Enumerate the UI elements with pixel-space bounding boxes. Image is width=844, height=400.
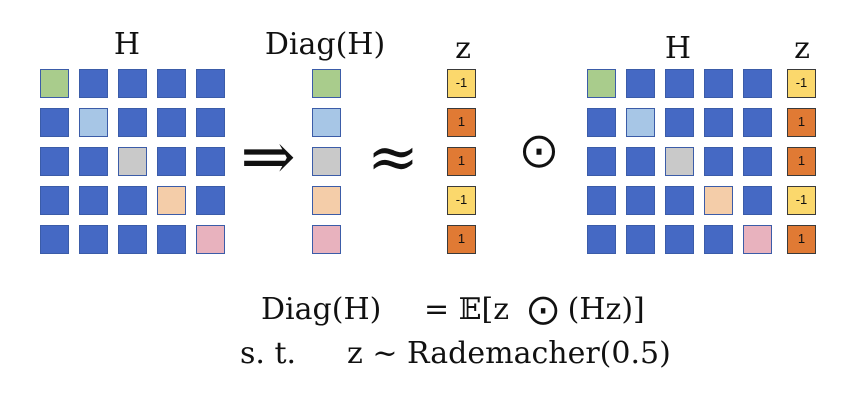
diag-vector-cell [312, 69, 341, 98]
matrix-cell [157, 225, 186, 254]
formula-line1-rhs: = 𝔼[z ⨀ (Hz)] [424, 292, 645, 327]
matrix-cell [118, 69, 147, 98]
matrix-cell [587, 225, 616, 254]
z-vector-cell: -1 [447, 186, 476, 215]
matrix-cell [626, 147, 655, 176]
z-vector-cell: 1 [447, 225, 476, 254]
matrix-cell [79, 225, 108, 254]
diag-vector-cell [312, 147, 341, 176]
matrix-cell [196, 186, 225, 215]
z-vector-cell: -1 [447, 69, 476, 98]
z-vector-cell: 1 [447, 108, 476, 137]
matrix-cell [157, 147, 186, 176]
z-vector-cell: 1 [447, 147, 476, 176]
diagonal-cell [704, 186, 733, 215]
matrix-cell [743, 69, 772, 98]
matrix-cell [40, 147, 69, 176]
matrix-cell [196, 147, 225, 176]
matrix-cell [157, 69, 186, 98]
diagonal-cell [79, 108, 108, 137]
matrix-cell [626, 186, 655, 215]
z-vector-cell: -1 [787, 69, 816, 98]
matrix-cell [704, 225, 733, 254]
implies-arrow-icon: ⇒ [240, 118, 296, 195]
matrix-cell [665, 108, 694, 137]
matrix-cell [587, 147, 616, 176]
matrix-cell [196, 69, 225, 98]
label-z-left: z [455, 31, 471, 66]
z-vector-cell: 1 [787, 225, 816, 254]
matrix-cell [704, 108, 733, 137]
diagonal-cell [743, 225, 772, 254]
matrix-cell [79, 147, 108, 176]
z-vector-cell: -1 [787, 186, 816, 215]
matrix-cell [79, 186, 108, 215]
formula-line2-body: z ~ Rademacher(0.5) [347, 336, 671, 371]
matrix-cell [743, 147, 772, 176]
z-vector-right: -1 1 1 -1 1 [787, 69, 816, 254]
matrix-cell [704, 147, 733, 176]
matrix-cell [743, 186, 772, 215]
matrix-cell [587, 108, 616, 137]
matrix-cell [40, 186, 69, 215]
diag-vector-cell [312, 108, 341, 137]
diag-vector-cell [312, 225, 341, 254]
matrix-cell [665, 186, 694, 215]
label-h-left: H [113, 27, 141, 62]
matrix-cell [587, 186, 616, 215]
matrix-h-left [40, 69, 225, 254]
diagonal-cell [118, 147, 147, 176]
matrix-cell [665, 69, 694, 98]
label-h-right: H [664, 31, 692, 66]
diagonal-cell [157, 186, 186, 215]
diagonal-cell [665, 147, 694, 176]
matrix-cell [743, 108, 772, 137]
z-vector-cell: 1 [787, 108, 816, 137]
diag-h-vector [312, 69, 341, 254]
matrix-cell [157, 108, 186, 137]
matrix-cell [665, 225, 694, 254]
diagonal-cell [626, 108, 655, 137]
matrix-cell [118, 225, 147, 254]
label-diag-h: Diag(H) [264, 27, 386, 62]
matrix-cell [79, 69, 108, 98]
formula-line2-prefix: s. t. [240, 336, 297, 371]
label-z-right: z [794, 31, 810, 66]
diagonal-cell [40, 69, 69, 98]
matrix-cell [626, 69, 655, 98]
matrix-cell [196, 108, 225, 137]
matrix-cell [118, 108, 147, 137]
diagonal-cell [196, 225, 225, 254]
matrix-h-right [587, 69, 772, 254]
z-vector-cell: 1 [787, 147, 816, 176]
matrix-cell [118, 186, 147, 215]
matrix-cell [704, 69, 733, 98]
matrix-cell [40, 225, 69, 254]
matrix-cell [626, 225, 655, 254]
matrix-cell [40, 108, 69, 137]
hadamard-product-icon: ⨀ [522, 130, 556, 170]
approx-icon: ≈ [367, 120, 419, 193]
formula-line1-lhs: Diag(H) [261, 292, 382, 327]
diag-vector-cell [312, 186, 341, 215]
z-vector-left: -1 1 1 -1 1 [447, 69, 476, 254]
diagonal-cell [587, 69, 616, 98]
